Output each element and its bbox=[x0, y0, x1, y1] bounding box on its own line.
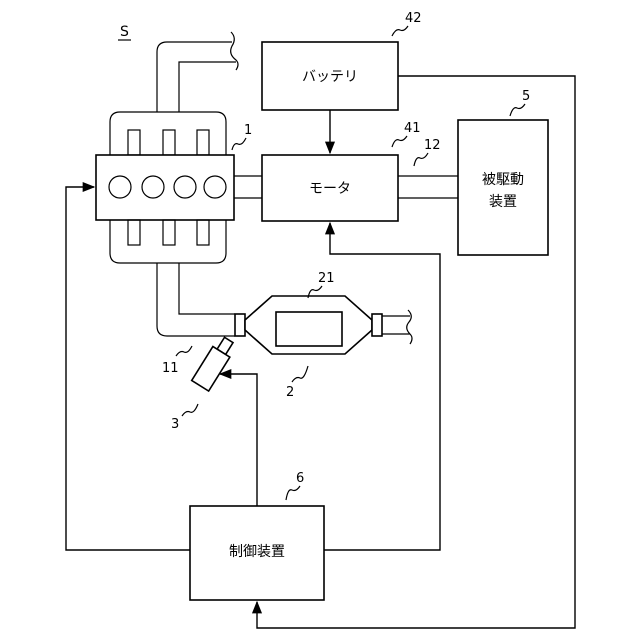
controller-to-sensor-line bbox=[220, 374, 257, 506]
shaft-leader bbox=[414, 153, 428, 166]
sensor-leader bbox=[182, 404, 198, 416]
system-label: S bbox=[120, 24, 129, 40]
intake-pipe-inner bbox=[179, 62, 236, 112]
catalyst-leader bbox=[292, 366, 308, 382]
shaft-ref: 12 bbox=[424, 138, 441, 153]
catalyst-flange-left bbox=[235, 314, 245, 336]
engine-ref: 1 bbox=[244, 123, 252, 138]
cylinder-bottom-1 bbox=[128, 220, 140, 245]
tailpipe-break-mark bbox=[407, 310, 412, 344]
sensor bbox=[192, 335, 238, 391]
controller-leader bbox=[286, 486, 300, 500]
cylinder-top-2 bbox=[163, 130, 175, 155]
cylinder-bottom-3 bbox=[197, 220, 209, 245]
exhaust-pipe-inner bbox=[179, 263, 235, 314]
driven-device-label-2: 装置 bbox=[489, 194, 517, 210]
exhaust-pipe-leader bbox=[176, 346, 192, 356]
catalyst-flange-right bbox=[372, 314, 382, 336]
controller-ref: 6 bbox=[296, 471, 304, 486]
intake-break-mark bbox=[231, 32, 238, 70]
engine-leader bbox=[232, 138, 246, 150]
catalyst-carrier bbox=[276, 312, 342, 346]
driven-device-label-1: 被駆動 bbox=[482, 172, 524, 188]
engine-block bbox=[96, 155, 234, 220]
battery-ref: 42 bbox=[405, 11, 422, 26]
cylinder-top-1 bbox=[128, 130, 140, 155]
battery-label: バッテリ bbox=[302, 69, 358, 85]
driven-device-leader bbox=[510, 104, 525, 116]
exhaust-pipe-ref: 11 bbox=[162, 361, 179, 376]
motor-leader bbox=[392, 136, 407, 147]
sensor-ref: 3 bbox=[171, 417, 179, 432]
catalyst-ref: 2 bbox=[286, 385, 294, 400]
controller-label: 制御装置 bbox=[229, 544, 285, 560]
motor-ref: 41 bbox=[404, 121, 421, 136]
cylinder-top-3 bbox=[197, 130, 209, 155]
exhaust-pipe-outer bbox=[157, 263, 235, 336]
intake-pipe bbox=[157, 42, 232, 112]
catalyst-carrier-ref: 21 bbox=[318, 271, 335, 286]
driven-device-ref: 5 bbox=[522, 89, 530, 104]
sensor-body bbox=[192, 347, 230, 392]
controller-to-motor-line bbox=[324, 223, 440, 550]
cylinder-bottom-2 bbox=[163, 220, 175, 245]
battery-leader bbox=[392, 26, 408, 36]
motor-label: モータ bbox=[309, 181, 351, 197]
